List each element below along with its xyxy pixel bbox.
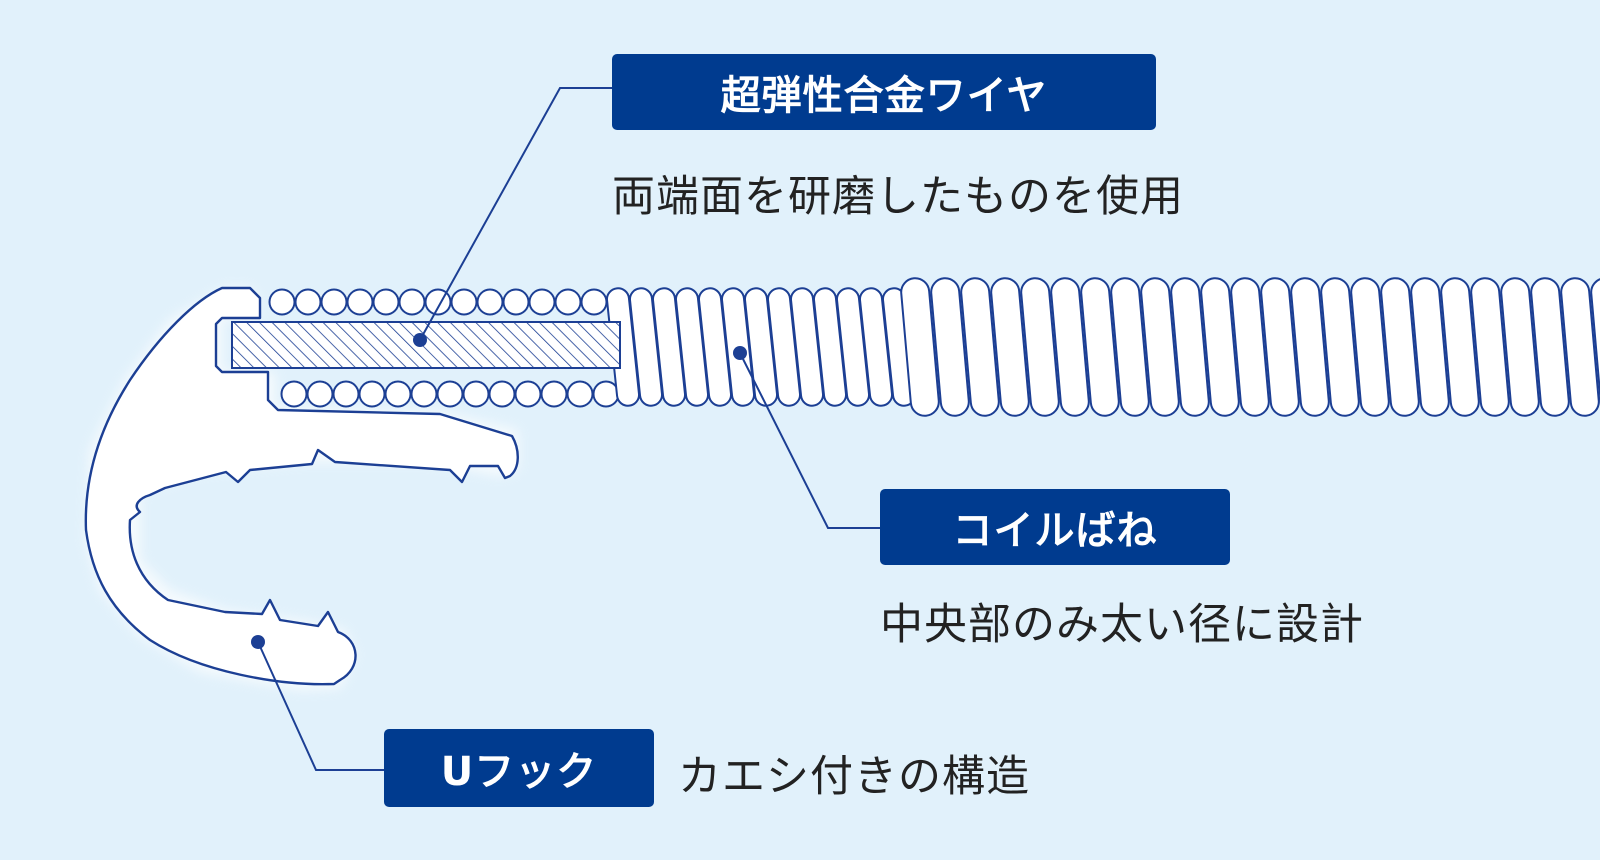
coil-turn-thick (1200, 277, 1240, 417)
coil-turn-thick (1440, 277, 1480, 417)
coil-turn-thick (1110, 277, 1150, 417)
coil-turn-lower (462, 380, 490, 408)
coil-turn-thick (1410, 277, 1450, 417)
coil-turn-upper (476, 288, 504, 316)
coil-turn-lower (436, 380, 464, 408)
coil-turn-upper (580, 288, 608, 316)
u-hook-body (84, 286, 519, 686)
coil-turn-thick (1230, 277, 1270, 417)
coil-spring-fine-section (268, 288, 620, 408)
coil-turn-thick (1260, 277, 1300, 417)
coil-turn-lower (306, 380, 334, 408)
coil-description: 中央部のみ太い径に設計 (880, 600, 1364, 650)
coil-turn-thick (990, 277, 1030, 417)
coil-label-badge: コイルばね (880, 489, 1230, 565)
coil-turn-upper (502, 288, 530, 316)
coil-leader-line (739, 352, 880, 529)
coil-turn-thick (1050, 277, 1090, 417)
coil-turn-thick (930, 277, 970, 417)
coil-turn-thick (1140, 277, 1180, 417)
coil-turn-lower (592, 380, 620, 408)
wire-description: 両端面を研磨したものを使用 (612, 172, 1184, 222)
coil-turn-thick (1590, 277, 1600, 417)
coil-turn-upper (528, 288, 556, 316)
coil-turn-thick (1020, 277, 1060, 417)
wire-leader-dot (413, 333, 427, 347)
coil-turn-lower (332, 380, 360, 408)
hook-description: カエシ付きの構造 (678, 752, 1030, 802)
coil-turn-thick (1170, 277, 1210, 417)
coil-turn-thick (1080, 277, 1120, 417)
coil-turn-upper (372, 288, 400, 316)
coil-turn-thick (1290, 277, 1330, 417)
coil-turn-upper (450, 288, 478, 316)
coil-turn-lower (514, 380, 542, 408)
coil-turn-lower (410, 380, 438, 408)
coil-turn-upper (294, 288, 322, 316)
coil-turn-upper (554, 288, 582, 316)
coil-turn-thick (1320, 277, 1360, 417)
coil-leader-dot (733, 346, 747, 360)
coil-turn-thick (1350, 277, 1390, 417)
hook-leader-line (257, 641, 384, 771)
coil-turn-lower (384, 380, 412, 408)
coil-spring-thick-section (900, 277, 1600, 417)
coil-turn-upper (398, 288, 426, 316)
coil-turn-thick (1500, 277, 1540, 417)
coil-turn-lower (280, 380, 308, 408)
coil-turn-thick (960, 277, 1000, 417)
wire-label-badge: 超弾性合金ワイヤ (612, 54, 1156, 130)
coil-turn-thick (1530, 277, 1570, 417)
wire-leader-line (419, 87, 612, 341)
hook-label-badge: Uフック (384, 729, 654, 807)
coil-turn-upper (268, 288, 296, 316)
coil-turn-thick (900, 277, 940, 417)
coil-turn-thick (1560, 277, 1600, 417)
hook-leader-dot (251, 635, 265, 649)
coil-turn-thick (1470, 277, 1510, 417)
coil-turn-lower (358, 380, 386, 408)
coil-spring-mid-section (605, 287, 917, 407)
coil-turn-upper (346, 288, 374, 316)
coil-turn-lower (566, 380, 594, 408)
coil-turn-thick (1380, 277, 1420, 417)
coil-turn-lower (488, 380, 516, 408)
coil-turn-upper (320, 288, 348, 316)
coil-turn-lower (540, 380, 568, 408)
